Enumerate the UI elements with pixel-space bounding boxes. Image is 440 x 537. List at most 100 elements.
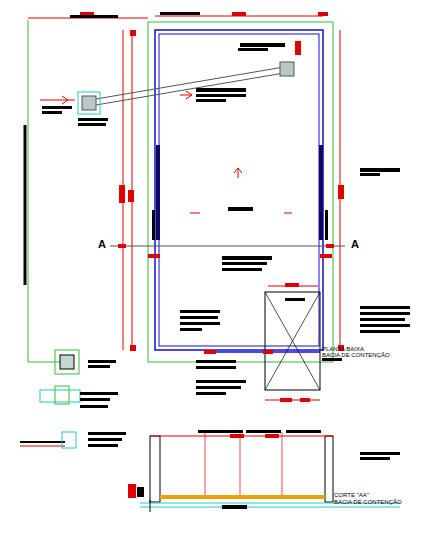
dimension-mark	[263, 350, 273, 354]
redacted-text	[222, 268, 262, 271]
redacted-text	[80, 398, 110, 401]
redacted-text	[360, 330, 400, 333]
drawing-line	[238, 168, 242, 173]
wall-line	[24, 125, 27, 285]
ground-line	[140, 507, 400, 508]
dimension-mark	[128, 484, 136, 498]
wall-mark	[325, 210, 328, 240]
dimension-mark	[232, 12, 246, 16]
detail-box	[62, 432, 76, 448]
redacted-text	[360, 318, 405, 321]
dimension-mark	[130, 345, 136, 351]
redacted-text	[78, 123, 106, 126]
dimension-mark	[338, 185, 344, 199]
detail-box	[40, 390, 80, 402]
redacted-text	[360, 306, 410, 309]
drawing-line	[234, 168, 238, 173]
redacted-text	[196, 366, 236, 369]
basin-outline	[148, 22, 333, 362]
drawing-line	[62, 100, 68, 104]
floor-slab	[160, 495, 325, 499]
inspection-box	[280, 62, 294, 76]
dimension-mark	[148, 254, 160, 258]
redacted-text	[286, 430, 321, 433]
redacted-text	[360, 312, 410, 315]
redacted-text	[70, 15, 118, 18]
redacted-text	[80, 392, 118, 395]
redacted-text	[88, 438, 122, 441]
redacted-text	[360, 324, 410, 327]
section-mark	[118, 244, 126, 248]
basin-wall	[155, 30, 323, 350]
view-caption: PLANTA BAIXA	[322, 346, 364, 352]
redacted-text	[240, 43, 285, 47]
redacted-text	[88, 365, 110, 368]
redacted-text	[360, 452, 400, 455]
redacted-text	[285, 298, 305, 301]
dimension-mark	[265, 434, 279, 438]
redacted-text	[88, 432, 126, 435]
inspection-box	[82, 96, 96, 110]
redacted-text	[88, 360, 116, 363]
redacted-text	[180, 322, 220, 325]
redacted-text	[80, 405, 108, 408]
redacted-text	[238, 48, 268, 51]
arrow-line	[180, 95, 192, 96]
redacted-text	[222, 256, 272, 260]
dimension-mark	[119, 185, 125, 203]
detail-box	[55, 350, 79, 374]
arrow-line	[238, 168, 239, 178]
dimension-mark	[285, 283, 299, 287]
pipe-line	[90, 67, 284, 100]
section-marker: A	[351, 239, 359, 250]
drawing-line	[205, 432, 206, 495]
section-marker: A	[98, 239, 106, 250]
dimension-mark	[230, 434, 244, 438]
redacted-text	[78, 118, 108, 121]
detail-box	[60, 355, 74, 369]
redacted-text	[196, 360, 236, 363]
section-wall	[150, 436, 160, 502]
redacted-text	[196, 88, 246, 92]
redacted-text	[180, 310, 220, 313]
drawing-rect	[137, 487, 144, 497]
dimension-mark	[204, 350, 216, 354]
redacted-text	[196, 99, 226, 102]
redacted-text	[42, 106, 72, 109]
section-wall	[325, 436, 333, 502]
redacted-text	[42, 111, 62, 114]
drawing-line	[186, 91, 192, 95]
containment-box	[265, 292, 320, 390]
dimension-mark	[128, 190, 134, 202]
cross-line	[265, 292, 320, 390]
dimension-mark	[320, 254, 332, 258]
redacted-text	[196, 392, 226, 395]
detail-line	[20, 446, 65, 447]
drawing-line	[62, 96, 68, 100]
view-caption: BACIA DE CONTENÇÃO	[322, 352, 390, 358]
drawing-line	[186, 95, 192, 99]
drawing-line	[240, 432, 241, 495]
drawing-line	[150, 500, 151, 512]
dimension-mark	[300, 398, 310, 402]
dimension-mark	[295, 41, 301, 55]
section-mark	[326, 244, 334, 248]
redacted-text	[222, 505, 247, 509]
wall-section	[156, 145, 160, 240]
redacted-text	[322, 358, 342, 361]
section-line	[110, 246, 345, 247]
boundary-line	[28, 20, 29, 362]
redacted-text	[360, 173, 380, 176]
view-caption: BACIA DE CONTENÇÃO	[334, 499, 402, 505]
redacted-text	[88, 444, 118, 447]
drawing-line	[282, 432, 283, 495]
arrow-line	[40, 100, 75, 101]
redacted-text	[360, 457, 390, 460]
redacted-text	[196, 386, 241, 389]
view-caption: CORTE "AA"	[334, 492, 369, 498]
detail-line	[20, 441, 65, 443]
drawing-line	[190, 213, 200, 214]
redacted-text	[228, 207, 253, 211]
